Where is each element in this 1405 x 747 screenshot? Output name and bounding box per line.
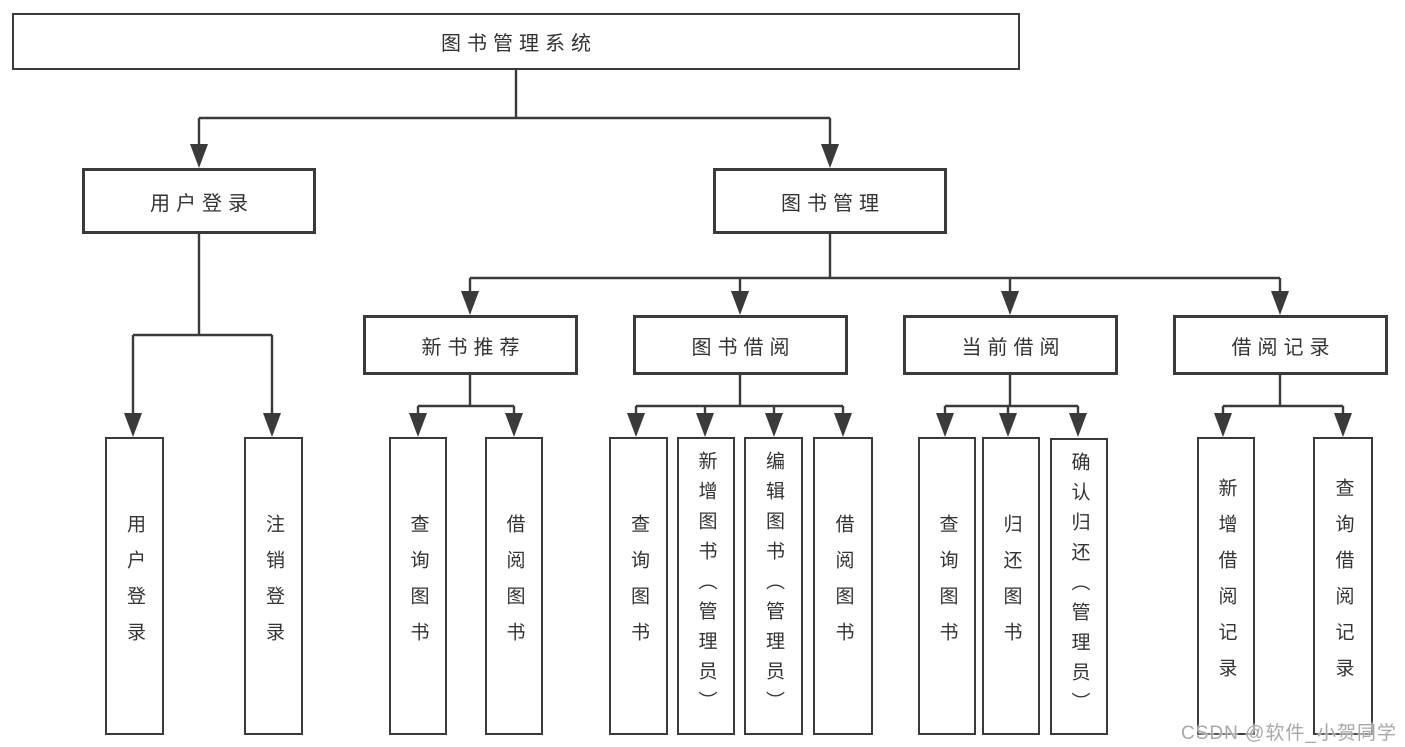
node-label: 注销登录 [263, 514, 284, 658]
connector-new-book-rec-to-leaves [409, 375, 523, 437]
leaf-user-login: 用户登录 [105, 437, 164, 735]
leaf-newbook-query-books: 查询图书 [389, 437, 447, 735]
connector-user-login-to-leaves [124, 234, 281, 437]
leaf-current-return-books: 归还图书 [982, 437, 1040, 735]
connector-borrow-record-to-leaves [1214, 375, 1352, 437]
connector-book-management-to-level3 [461, 234, 1289, 315]
leaf-logout: 注销登录 [244, 437, 303, 735]
node-label: 编辑图书（管理员） [763, 451, 784, 721]
node-label: 当前借阅 [961, 336, 1066, 359]
connector-root-to-level2 [190, 70, 839, 168]
node-label: 图书管理系统 [441, 33, 597, 55]
node-label: 用户登录 [150, 192, 254, 215]
leaf-record-add: 新增借阅记录 [1197, 437, 1255, 735]
node-label: 查询图书 [407, 514, 429, 658]
node-label: 查询图书 [936, 514, 958, 658]
node-label: 借阅图书 [832, 514, 854, 658]
leaf-borrow-query-books: 查询图书 [609, 437, 668, 735]
node-label: 新书推荐 [421, 336, 526, 359]
leaf-borrow-borrow-books: 借阅图书 [813, 437, 873, 735]
node-user-login: 用户登录 [82, 168, 316, 234]
node-label: 借阅图书 [503, 514, 525, 658]
node-book-borrowing: 图书借阅 [633, 315, 848, 375]
node-label: 借阅记录 [1231, 336, 1336, 359]
node-label: 归还图书 [1000, 514, 1022, 658]
node-label: 图书借阅 [691, 336, 796, 359]
node-current-borrowing: 当前借阅 [903, 315, 1118, 375]
leaf-borrow-add-books-admin: 新增图书（管理员） [677, 437, 735, 735]
node-label: 新增借阅记录 [1215, 478, 1237, 694]
node-book-management: 图书管理 [713, 168, 947, 234]
leaf-current-query-books: 查询图书 [918, 437, 976, 735]
node-library-system: 图书管理系统 [12, 13, 1020, 70]
node-label: 新增图书（管理员） [695, 451, 717, 721]
node-label: 查询借阅记录 [1332, 478, 1354, 694]
node-label: 查询图书 [628, 514, 649, 658]
connector-book-borrow-to-leaves [627, 375, 852, 437]
leaf-borrow-edit-books-admin: 编辑图书（管理员） [744, 437, 803, 735]
leaf-newbook-borrow-books: 借阅图书 [485, 437, 543, 735]
csdn-watermark: CSDN @软件_小贺同学 [1181, 723, 1397, 744]
connector-current-borrow-to-leaves [936, 375, 1087, 437]
node-label: 图书管理 [781, 192, 885, 215]
node-borrowing-records: 借阅记录 [1173, 315, 1388, 375]
leaf-current-confirm-return-admin: 确认归还（管理员） [1050, 438, 1108, 735]
leaf-record-query: 查询借阅记录 [1313, 437, 1373, 735]
node-label: 确认归还（管理员） [1068, 451, 1090, 722]
node-label: 用户登录 [124, 514, 145, 658]
node-new-book-recommendation: 新书推荐 [363, 315, 578, 375]
